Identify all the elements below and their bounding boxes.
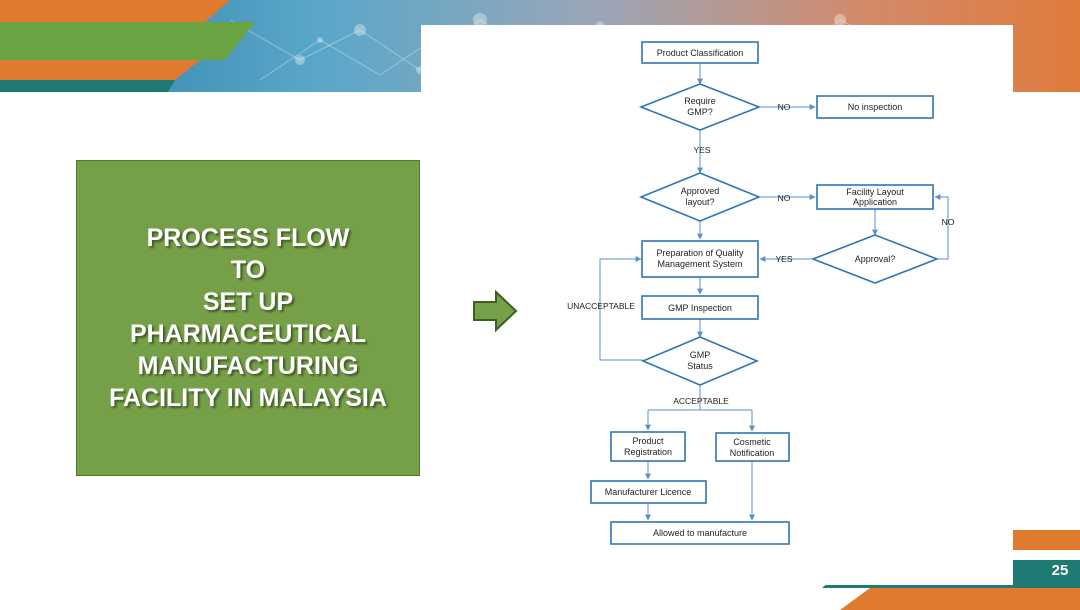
page-number: 25 <box>1051 562 1069 579</box>
node-gmp-status: GMP Status <box>640 336 760 386</box>
node-label: Manufacturer Licence <box>605 487 692 497</box>
node-no-inspection: No inspection <box>816 95 934 119</box>
node-label: Application <box>853 197 897 207</box>
svg-text:Cosmetic: Cosmetic <box>733 437 771 447</box>
title-line: TO <box>230 256 266 284</box>
node-label: Cosmetic <box>733 437 771 447</box>
svg-text:Product Classification: Product Classification <box>657 48 744 58</box>
node-facility-layout-application: Facility Layout Application <box>816 184 934 210</box>
edge-label-no: NO <box>778 102 791 112</box>
title-line: PHARMACEUTICAL <box>129 320 367 348</box>
node-label: GMP <box>690 350 711 360</box>
svg-text:Notification: Notification <box>730 448 775 458</box>
svg-text:Registration: Registration <box>624 447 672 457</box>
edge-label-no: NO <box>778 193 791 203</box>
node-label: Facility Layout <box>846 187 904 197</box>
node-product-classification: Product Classification <box>641 41 759 64</box>
node-allowed-to-manufacture: Allowed to manufacture <box>610 521 790 545</box>
node-label: Management System <box>657 259 742 269</box>
svg-text:Approval?: Approval? <box>855 254 896 264</box>
svg-text:Product: Product <box>632 436 664 446</box>
node-quality-management-system: Preparation of Quality Management System <box>641 240 759 278</box>
node-approved-layout: Approved layout? <box>638 172 762 222</box>
svg-text:GMP Inspection: GMP Inspection <box>668 303 732 313</box>
svg-text:GMP?: GMP? <box>687 107 713 117</box>
node-gmp-inspection: GMP Inspection <box>641 295 759 320</box>
svg-text:Approved: Approved <box>681 186 720 196</box>
svg-text:Allowed to manufacture: Allowed to manufacture <box>653 528 747 538</box>
node-label: GMP Inspection <box>668 303 732 313</box>
node-label: Preparation of Quality <box>656 248 744 258</box>
node-label: Status <box>687 361 713 371</box>
node-cosmetic-notification: Cosmetic Notification <box>715 432 790 462</box>
title-line: FACILITY IN MALAYSIA <box>109 384 387 412</box>
svg-text:Management System: Management System <box>657 259 742 269</box>
title-line: SET UP <box>202 288 294 316</box>
flow-edge-labels: NO YES NO NO YES UNACCEPTABLE ACCEPTABLE <box>567 102 955 406</box>
node-label: layout? <box>685 197 714 207</box>
svg-text:Require: Require <box>684 96 716 106</box>
flowchart: NO YES NO NO YES UNACCEPTABLE ACCEPTABLE… <box>567 41 955 545</box>
svg-text:Manufacturer Licence: Manufacturer Licence <box>605 487 692 497</box>
node-label: Product <box>632 436 664 446</box>
node-label: Approval? <box>855 254 896 264</box>
node-product-registration: Product Registration <box>610 431 686 462</box>
edge-label-no: NO <box>942 217 955 227</box>
node-label: GMP? <box>687 107 713 117</box>
svg-text:Status: Status <box>687 361 713 371</box>
flow-edges <box>599 63 949 521</box>
node-label: Allowed to manufacture <box>653 528 747 538</box>
node-approval: Approval? <box>810 234 940 284</box>
node-label: Product Classification <box>657 48 744 58</box>
node-label: Registration <box>624 447 672 457</box>
slide-title: PROCESS FLOW TO SET UP PHARMACEUTICAL MA… <box>109 222 387 414</box>
svg-text:GMP: GMP <box>690 350 711 360</box>
node-manufacturer-licence: Manufacturer Licence <box>590 480 707 504</box>
edge-label-unacceptable: UNACCEPTABLE <box>567 301 635 311</box>
svg-text:Preparation of Quality: Preparation of Quality <box>656 248 744 258</box>
node-label: Approved <box>681 186 720 196</box>
node-require-gmp: Require GMP? <box>638 83 762 131</box>
edge-label-yes: YES <box>775 254 792 264</box>
node-label: Require <box>684 96 716 106</box>
svg-text:layout?: layout? <box>685 197 714 207</box>
title-box: PROCESS FLOW TO SET UP PHARMACEUTICAL MA… <box>76 160 420 476</box>
edge-label-yes: YES <box>693 145 710 155</box>
svg-text:Facility Layout: Facility Layout <box>846 187 904 197</box>
node-label: Notification <box>730 448 775 458</box>
right-arrow-icon <box>473 290 518 332</box>
svg-text:No inspection: No inspection <box>848 102 903 112</box>
edge-label-acceptable: ACCEPTABLE <box>673 396 729 406</box>
title-line: MANUFACTURING <box>137 352 359 380</box>
node-label: No inspection <box>848 102 903 112</box>
title-line: PROCESS FLOW <box>146 224 350 252</box>
svg-text:Application: Application <box>853 197 897 207</box>
